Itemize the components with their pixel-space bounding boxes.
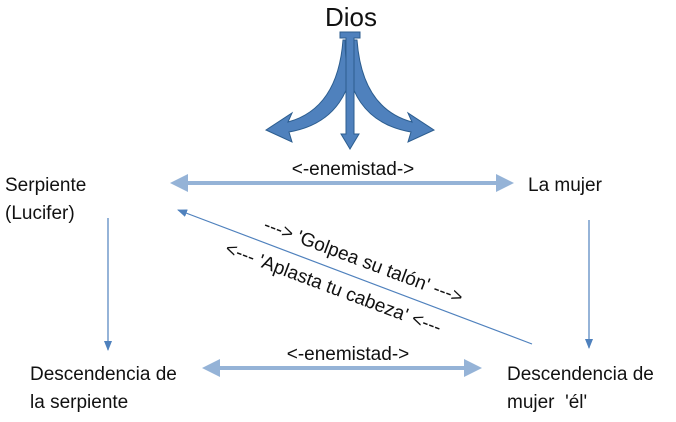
enemistad-bottom-arrow (202, 359, 482, 377)
node-descendencia-serpiente-line2: la serpiente (30, 392, 129, 413)
diagram-title: Dios (324, 2, 377, 32)
edge-label-enemistad-top: <-enemistad-> (291, 159, 415, 180)
trident-arrow-icon (264, 31, 436, 150)
diagonal-arrow (177, 209, 533, 345)
node-serpiente-line2: (Lucifer) (5, 203, 75, 224)
node-descendencia-serpiente-line1: Descendencia de (30, 364, 177, 385)
node-descendencia-mujer-line2: mujer 'él' (507, 392, 588, 413)
node-mujer: La mujer (528, 175, 602, 196)
edge-label-enemistad-bottom: <-enemistad-> (286, 344, 410, 365)
enemistad-top-arrow (170, 174, 514, 192)
node-descendencia-mujer-line1: Descendencia de (507, 364, 654, 385)
node-serpiente-line1: Serpiente (5, 175, 87, 196)
